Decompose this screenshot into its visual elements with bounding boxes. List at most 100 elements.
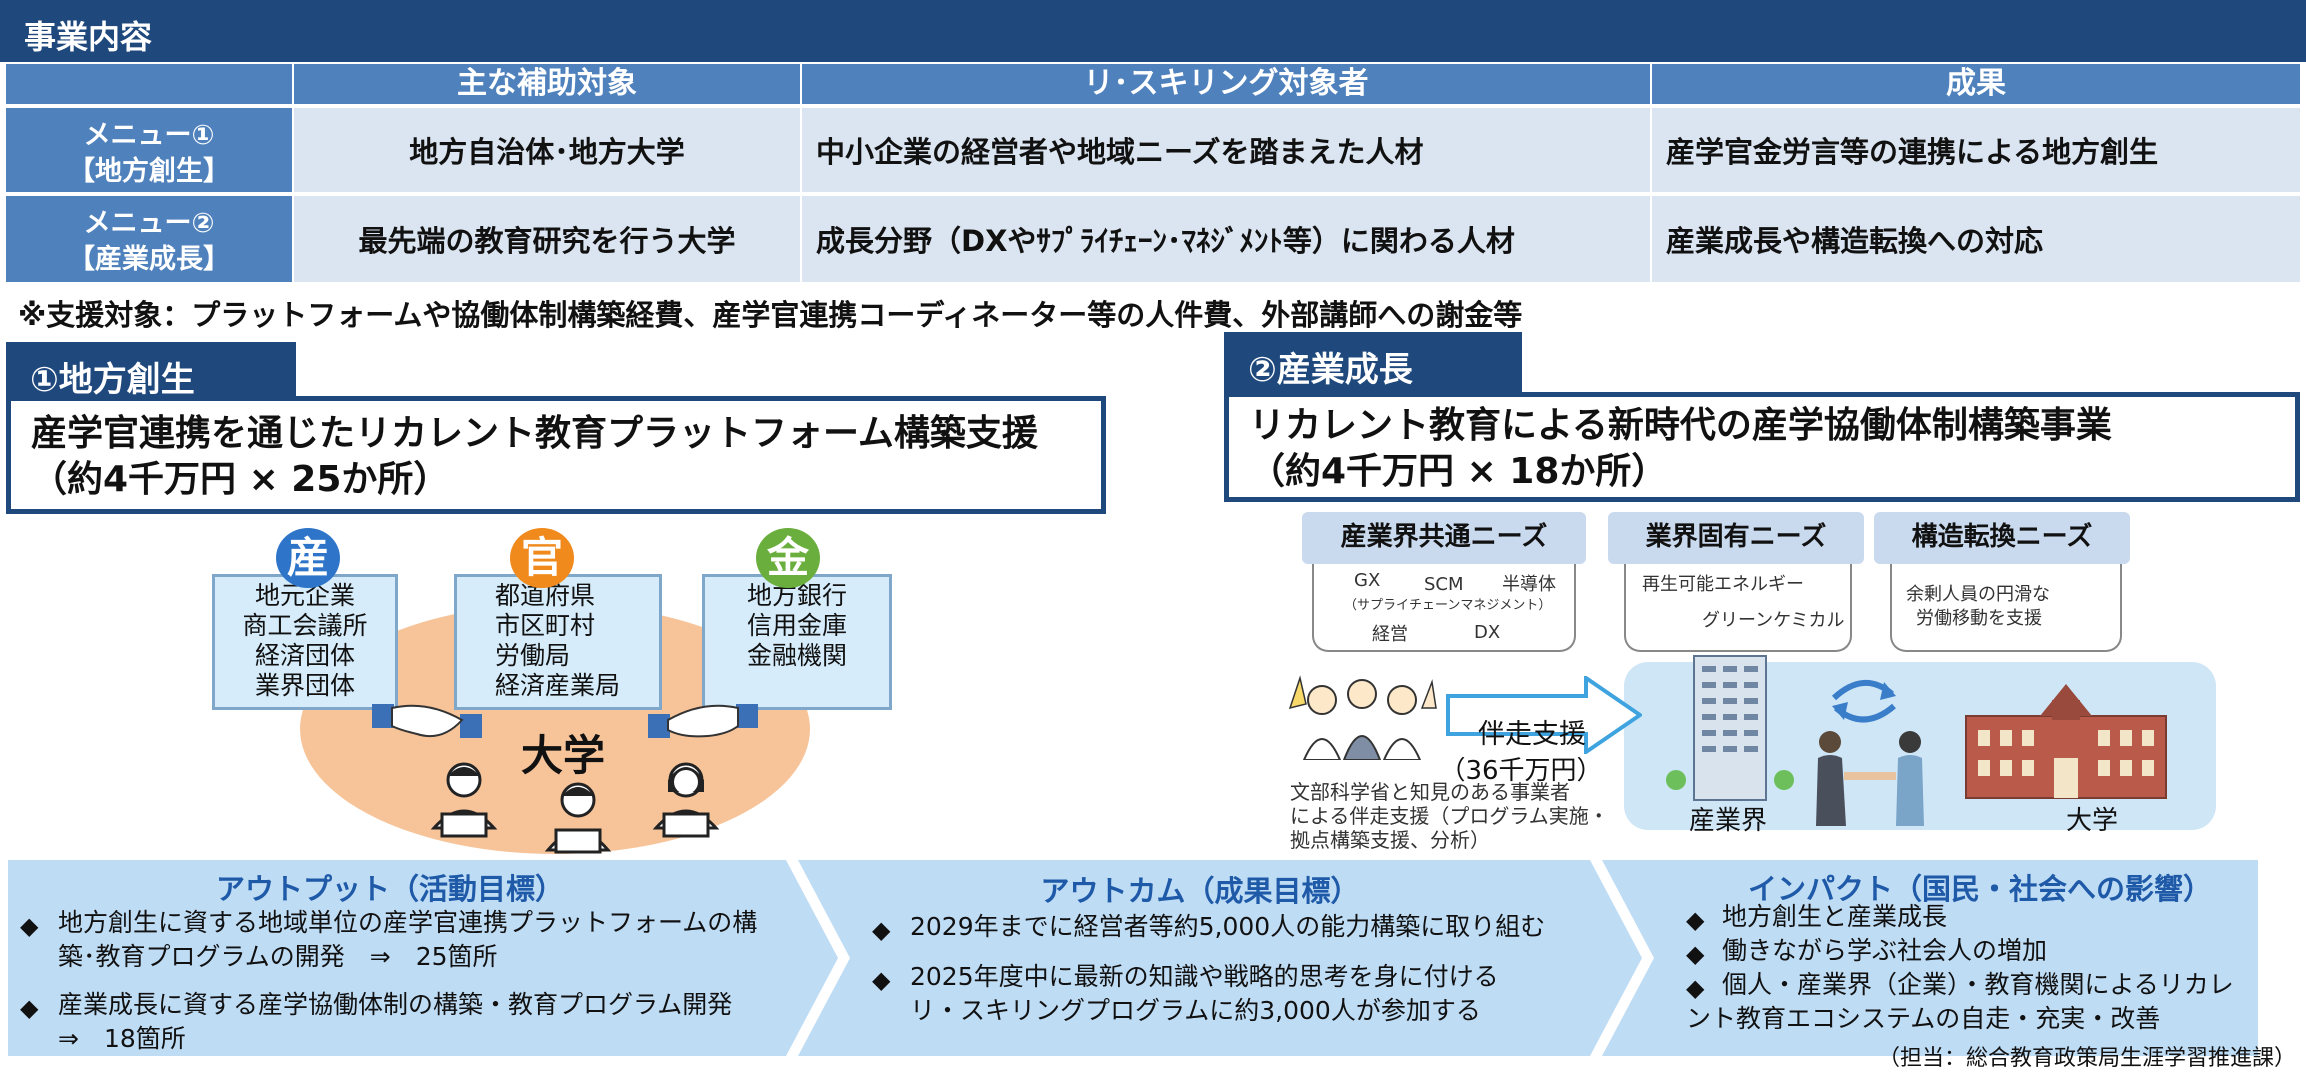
group-item: 労働局 xyxy=(495,641,571,670)
university-label: 大学 xyxy=(520,731,605,780)
item-line: ント教育エコシステムの自走・充実・改善 xyxy=(1686,1004,2161,1033)
outcome-item: 2025年度中に最新の知識や戦略的思考を身に付ける リ・スキリングプログラムに約… xyxy=(910,960,1590,1028)
support-label: 伴走支援 xyxy=(1478,719,1586,750)
group-box-finance: 地方銀行 信用金庫 金融機関 xyxy=(702,574,892,710)
impact-title: インパクト（国民・社会への影響） xyxy=(1747,872,2212,906)
university-building-icon xyxy=(1965,684,2167,799)
bullet-icon: ◆ xyxy=(1686,940,1705,968)
credit-text: （担当：総合教育政策局生涯学習推進課） xyxy=(1877,1046,2296,1071)
bullet-icon: ◆ xyxy=(1686,974,1705,1002)
needs-text: SCM xyxy=(1424,574,1464,595)
bullet-icon: ◆ xyxy=(1686,906,1705,934)
support-desc-line: 文部科学省と知見のある事業者 xyxy=(1290,780,1570,804)
bullet-icon: ◆ xyxy=(872,916,891,944)
table-cell: 最先端の教育研究を行う大学 xyxy=(294,196,800,282)
badge-government: 官 xyxy=(510,528,574,588)
output-title: アウトプット（活動目標） xyxy=(215,872,564,906)
bullet-icon: ◆ xyxy=(20,994,39,1022)
support-desc-line: 拠点構築支援、分析） xyxy=(1290,828,1490,852)
section-title-industry: リカレント教育による新時代の産学協働体制構築事業 （約4千万円 × 18か所） xyxy=(1224,392,2300,502)
needs-tab-specific: 業界固有ニーズ xyxy=(1608,512,1864,564)
results-chevron-strip xyxy=(8,860,2258,1056)
column-header-target: 主な補助対象 xyxy=(294,64,800,104)
needs-text: グリーンケミカル xyxy=(1702,610,1845,631)
section-title-regional: 産学官連携を通じたリカレント教育プラットフォーム構築支援 （約4千万円 × 25… xyxy=(6,396,1106,514)
output-item: 地方創生に資する地域単位の産学官連携プラットフォームの構 築･教育プログラムの開… xyxy=(58,906,818,974)
page-title: 事業内容 xyxy=(24,18,153,56)
item-line: 2025年度中に最新の知識や戦略的思考を身に付ける xyxy=(910,962,1499,991)
row-label-line: 【産業成長】 xyxy=(68,244,230,275)
row-label-line: メニュー② xyxy=(83,208,215,239)
needs-box-specific: 再生可能エネルギー グリーンケミカル xyxy=(1624,560,1852,652)
group-item: 業界団体 xyxy=(254,671,355,700)
column-header-reskill: リ･スキリング対象者 xyxy=(802,64,1650,104)
needs-tab-structural: 構造転換ニーズ xyxy=(1874,512,2130,564)
exchange-arrows-icon xyxy=(1831,679,1896,723)
output-item: 産業成長に資する産学協働体制の構築・教育プログラム開発 ⇒ 18箇所 xyxy=(58,988,818,1056)
row-label-menu1: メニュー① 【地方創生】 xyxy=(6,108,292,192)
support-desc-line: による伴走支援（プログラム実施・ xyxy=(1290,804,1609,828)
section-tab-regional: ①地方創生 xyxy=(6,342,296,400)
handshake-icon xyxy=(648,704,758,738)
bullet-icon: ◆ xyxy=(872,966,891,994)
item-line: リ・スキリングプログラムに約3,000人が参加する xyxy=(910,996,1481,1025)
impact-item: 地方創生と産業成長 xyxy=(1722,902,1948,931)
needs-text: （サプライチェーンマネジメント） xyxy=(1344,598,1552,613)
table-cell: 産業成長や構造転換への対応 xyxy=(1652,196,2300,282)
outcome-title: アウトカム（成果目標） xyxy=(1040,874,1360,908)
support-arrow-icon xyxy=(1446,676,1642,754)
impact-item: 個人・産業界（企業）・教育機関によるリカレ ント教育エコシステムの自走・充実・改… xyxy=(1686,968,2282,1036)
needs-text: DX xyxy=(1474,622,1501,643)
support-note: ※支援対象：プラットフォームや協働体制構築経費、産学官連携コーディネーター等の人… xyxy=(18,298,1523,332)
group-item: 経済団体 xyxy=(254,641,355,670)
group-item: 金融機関 xyxy=(746,641,847,670)
item-line: 2029年までに経営者等約5,000人の能力構築に取り組む xyxy=(910,912,1546,941)
student-icon xyxy=(544,782,612,854)
table-cell: 地方自治体･地方大学 xyxy=(294,108,800,192)
table-corner xyxy=(6,64,292,104)
column-header-result: 成果 xyxy=(1652,64,2300,104)
bullet-icon: ◆ xyxy=(20,912,39,940)
table-cell: 成長分野（DXやｻﾌﾟﾗｲﾁｪｰﾝ･ﾏﾈｼﾞﾒﾝﾄ等）に関わる人材 xyxy=(802,196,1650,282)
needs-text: 余剰人員の円滑な xyxy=(1906,584,2050,605)
table-cell: 産学官金労言等の連携による地方創生 xyxy=(1652,108,2300,192)
industry-label: 産業界 xyxy=(1688,806,1767,836)
group-item: 信用金庫 xyxy=(746,611,847,640)
section-tab-industry: ②産業成長 xyxy=(1224,332,1522,392)
row-label-line: 【地方創生】 xyxy=(68,156,230,187)
office-building-icon xyxy=(1666,655,1794,801)
support-amount: （36千万円） xyxy=(1439,756,1603,786)
item-line: 産業成長に資する産学協働体制の構築・教育プログラム開発 xyxy=(58,990,733,1019)
group-item: 市区町村 xyxy=(495,611,596,640)
handshake-icon xyxy=(372,704,482,738)
table-cell: 中小企業の経営者や地域ニーズを踏まえた人材 xyxy=(802,108,1650,192)
needs-box-common: GX SCM 半導体 （サプライチェーンマネジメント） 経営 DX xyxy=(1312,560,1576,652)
title-line: リカレント教育による新時代の産学協働体制構築事業 xyxy=(1249,405,2112,446)
needs-tab-common: 産業界共通ニーズ xyxy=(1302,512,1586,564)
item-line: 地方創生に資する地域単位の産学官連携プラットフォームの構 xyxy=(58,908,758,937)
student-icon xyxy=(430,762,498,838)
page-header: 事業内容 xyxy=(0,0,2306,62)
group-item: 経済産業局 xyxy=(495,671,621,700)
badge-industry: 産 xyxy=(276,528,340,588)
row-label-menu2: メニュー② 【産業成長】 xyxy=(6,196,292,282)
supporters-icon xyxy=(1288,675,1437,760)
item-line: ⇒ 18箇所 xyxy=(58,1024,186,1053)
title-line: （約4千万円 × 25か所） xyxy=(31,459,450,500)
needs-text: 再生可能エネルギー xyxy=(1642,574,1804,595)
group-box-industry: 地元企業 商工会議所 経済団体 業界団体 xyxy=(212,574,398,710)
group-item: 都道府県 xyxy=(495,581,596,610)
support-description: 文部科学省と知見のある事業者 による伴走支援（プログラム実施・ 拠点構築支援、分… xyxy=(1290,780,1630,852)
group-item: 商工会議所 xyxy=(242,611,368,640)
outcome-item: 2029年までに経営者等約5,000人の能力構築に取り組む xyxy=(910,910,1590,944)
item-line: 個人・産業界（企業）・教育機関によるリカレ xyxy=(1722,970,2234,999)
needs-text: 経営 xyxy=(1372,624,1408,645)
group-box-government: 都道府県 市区町村 労働局 経済産業局 xyxy=(454,574,662,710)
item-line: 築･教育プログラムの開発 ⇒ 25箇所 xyxy=(58,942,498,971)
title-line: 産学官連携を通じたリカレント教育プラットフォーム構築支援 xyxy=(31,413,1038,454)
needs-box-structural: 余剰人員の円滑な 労働移動を支援 xyxy=(1890,560,2122,652)
needs-text: GX xyxy=(1354,570,1381,591)
title-line: （約4千万円 × 18か所） xyxy=(1249,451,1668,492)
impact-item: 働きながら学ぶ社会人の増加 xyxy=(1722,936,2048,965)
menu-table: 主な補助対象 リ･スキリング対象者 成果 メニュー① 【地方創生】 地方自治体･… xyxy=(0,64,2306,286)
